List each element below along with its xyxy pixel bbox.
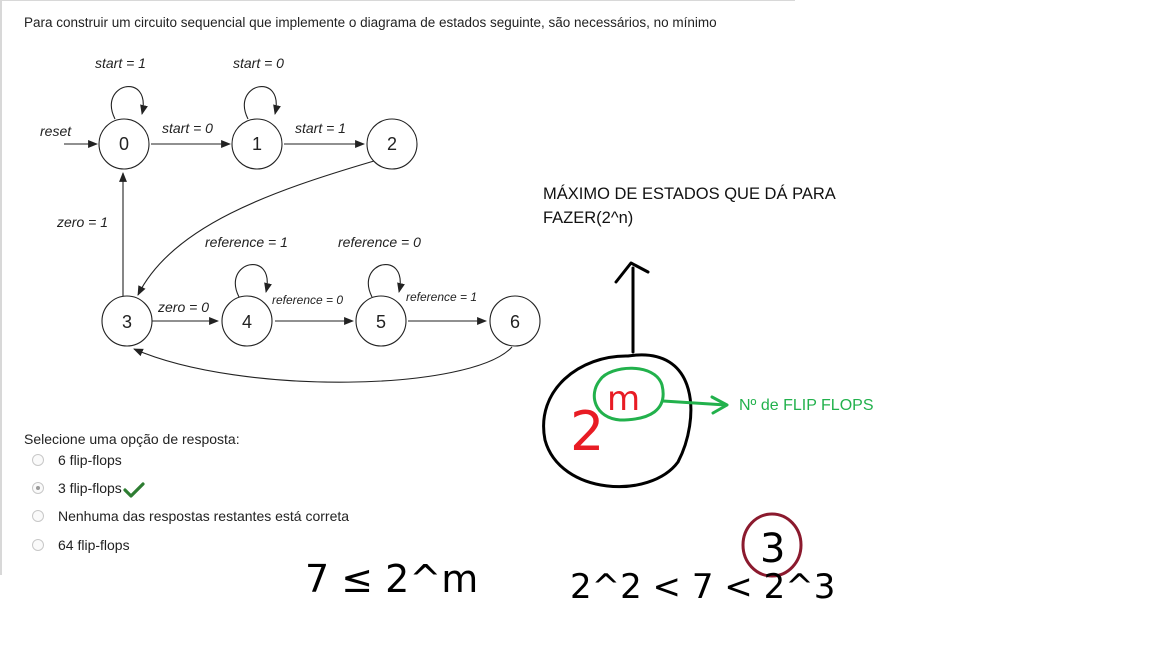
self-loop-0 [110, 86, 148, 120]
radio-button[interactable] [32, 454, 44, 466]
circled-answer-annotation [741, 512, 803, 578]
option-label: 6 flip-flops [58, 452, 122, 468]
state-label-3: 3 [122, 312, 132, 332]
self-loop-1 [243, 86, 281, 120]
radio-button[interactable] [32, 539, 44, 551]
state-node-1 [231, 118, 283, 170]
label-1-2: start = 1 [295, 120, 346, 136]
label-4-5: reference = 0 [272, 293, 343, 307]
label-4-4: reference = 1 [205, 234, 288, 250]
formula-exponent-m: m [607, 379, 640, 419]
inequality-2: 2^2 < 7 < 2^3 [570, 567, 835, 607]
state-label-2: 2 [387, 134, 397, 154]
label-1-1: start = 0 [233, 55, 284, 71]
state-label-4: 4 [242, 312, 252, 332]
formula-base-2: 2 [570, 400, 604, 463]
state-node-6 [489, 295, 541, 347]
option-64-flip-flops[interactable]: 64 flip-flops [32, 535, 130, 555]
transition-2-to-3 [137, 160, 375, 296]
state-node-0 [98, 118, 150, 170]
up-arrow-annotation [614, 261, 650, 354]
flipflop-count-note: Nº de FLIP FLOPS [739, 397, 874, 414]
label-0-1: start = 0 [162, 120, 213, 136]
radio-button-selected[interactable] [32, 482, 44, 494]
option-label: 3 flip-flops [58, 480, 122, 496]
state-diagram: 0 1 2 3 4 5 6 reset start = 1 start = 0 … [40, 55, 541, 383]
self-loop-5 [367, 264, 405, 298]
option-3-flip-flops[interactable]: 3 flip-flops [32, 478, 145, 498]
self-loop-4 [234, 264, 272, 298]
option-label: Nenhuma das respostas restantes está cor… [58, 508, 350, 524]
reset-label: reset [40, 123, 72, 139]
state-node-2 [366, 118, 418, 170]
option-label: 64 flip-flops [58, 537, 130, 553]
quiz-question-panel: Para construir um circuito sequencial qu… [0, 0, 795, 575]
inequality-1: 7 ≤ 2^m [305, 557, 478, 601]
option-nenhuma[interactable]: Nenhuma das respostas restantes está cor… [32, 506, 349, 526]
state-label-5: 5 [376, 312, 386, 332]
label-5-5: reference = 0 [338, 234, 421, 250]
formula-circle-annotation [542, 353, 693, 489]
transition-6-to-3 [133, 346, 513, 383]
label-0-0: start = 1 [95, 55, 146, 71]
state-label-6: 6 [510, 312, 520, 332]
max-states-note: MÁXIMO DE ESTADOS QUE DÁ PARA FAZER(2^n) [543, 185, 835, 227]
state-node-3 [101, 295, 153, 347]
state-label-0: 0 [119, 134, 129, 154]
option-6-flip-flops[interactable]: 6 flip-flops [32, 450, 122, 470]
label-3-0: zero = 1 [56, 214, 108, 230]
state-node-5 [355, 295, 407, 347]
correct-check-icon [123, 482, 145, 498]
label-5-6: reference = 1 [406, 290, 477, 304]
state-node-4 [221, 295, 273, 347]
state-label-1: 1 [252, 134, 262, 154]
exponent-circle-annotation [592, 366, 665, 422]
green-arrow-annotation [661, 395, 729, 415]
question-text: Para construir um circuito sequencial qu… [24, 15, 717, 30]
radio-button[interactable] [32, 510, 44, 522]
circled-answer-3: 3 [760, 526, 785, 572]
label-3-4: zero = 0 [157, 299, 209, 315]
answer-prompt: Selecione uma opção de resposta: [24, 431, 240, 447]
